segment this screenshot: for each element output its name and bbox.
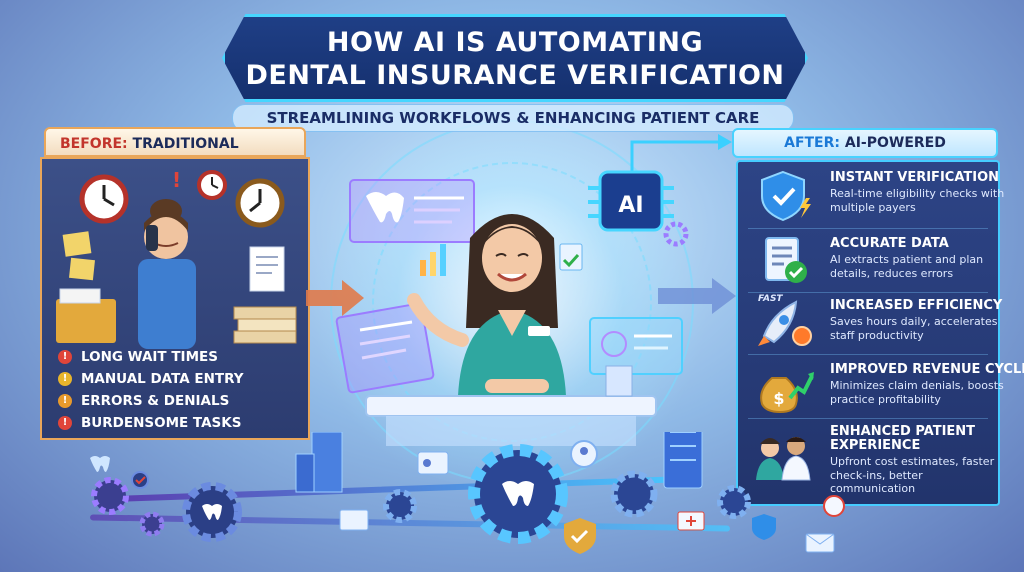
holo-screen-form bbox=[335, 302, 435, 394]
divider bbox=[748, 354, 988, 355]
stressed-worker-illustration: ! bbox=[56, 168, 297, 349]
benefit-description: Upfront cost estimates, faster check-ins… bbox=[830, 455, 995, 495]
pain-point-item: !LONG WAIT TIMES bbox=[48, 346, 306, 368]
gear-icon bbox=[139, 511, 165, 537]
desk bbox=[365, 395, 657, 417]
phone-handset-icon bbox=[146, 225, 158, 251]
benefit-accurate-data: ACCURATE DATA AI extracts patient and pl… bbox=[744, 232, 994, 294]
benefit-description: AI extracts patient and plan details, re… bbox=[830, 253, 984, 280]
pain-point-list: !LONG WAIT TIMES !MANUAL DATA ENTRY !ERR… bbox=[48, 346, 306, 436]
benefit-description: Minimizes claim denials, boosts practice… bbox=[830, 379, 1004, 406]
monitor-icon bbox=[339, 509, 369, 531]
name-badge bbox=[528, 326, 550, 336]
divider bbox=[748, 418, 988, 419]
check-badge-icon bbox=[131, 471, 149, 489]
subtitle: STREAMLINING WORKFLOWS & ENHANCING PATIE… bbox=[232, 104, 794, 132]
alert-mark: ! bbox=[172, 168, 181, 192]
benefit-title: IMPROVED REVENUE CYCLE bbox=[830, 362, 1024, 377]
after-heading: AFTER: AI-POWERED AUTOMATION bbox=[732, 128, 998, 178]
holo-bar-chart bbox=[420, 244, 446, 276]
sticky-note bbox=[69, 257, 95, 281]
holo-screen-tooth bbox=[349, 179, 475, 243]
building-icon bbox=[295, 432, 343, 493]
gear-icon bbox=[717, 485, 751, 519]
document-icon bbox=[249, 246, 285, 292]
stressed-worker bbox=[138, 199, 196, 349]
alert-dot-icon: ! bbox=[58, 416, 72, 430]
workflow-gear-chain bbox=[90, 432, 845, 554]
benefit-title: ACCURATE DATA bbox=[830, 236, 949, 251]
tooth-icon bbox=[202, 504, 222, 520]
tablet-stand bbox=[605, 365, 633, 397]
user-icon bbox=[570, 440, 598, 468]
alert-dot-icon: ! bbox=[58, 394, 72, 408]
clock-icon bbox=[235, 178, 285, 228]
divider bbox=[748, 228, 988, 229]
ai-assistant-illustration: AI bbox=[335, 170, 689, 446]
sticky-note bbox=[62, 231, 92, 257]
benefit-patient-experience: ENHANCED PATIENT EXPERIENCE Upfront cost… bbox=[744, 420, 994, 500]
title-line-1: HOW AI IS AUTOMATING bbox=[326, 27, 704, 58]
shield-check-icon bbox=[761, 170, 811, 222]
benefit-description: Real-time eligibility checks with multip… bbox=[830, 187, 1005, 214]
benefit-title: INCREASED EFFICIENCY bbox=[830, 298, 1003, 313]
id-card-icon bbox=[417, 451, 449, 475]
arrow-right-icon bbox=[306, 280, 364, 316]
shield-check-icon bbox=[564, 518, 596, 554]
stopwatch-icon bbox=[792, 326, 812, 346]
before-panel: ! bbox=[40, 157, 310, 440]
document-check-icon bbox=[765, 237, 807, 283]
fast-label: FAST bbox=[758, 294, 783, 304]
gear-icon bbox=[610, 470, 658, 518]
benefit-instant-verification: INSTANT VERIFICATION Real-time eligibili… bbox=[744, 166, 1004, 228]
gear-icon bbox=[91, 477, 129, 515]
medical-monitor-icon bbox=[677, 511, 705, 531]
folder-icon bbox=[56, 299, 116, 343]
holo-screen-brain bbox=[589, 317, 683, 375]
connector-arrow-icon bbox=[630, 134, 732, 176]
svg-text:$: $ bbox=[773, 389, 784, 408]
envelope-icon bbox=[805, 533, 835, 553]
document-check-icon bbox=[559, 243, 583, 271]
before-label-prefix: BEFORE: bbox=[60, 136, 128, 152]
dental-assistant bbox=[407, 214, 566, 396]
tooth-icon bbox=[366, 192, 404, 223]
gear-icon bbox=[663, 221, 689, 247]
gear-icon bbox=[182, 482, 242, 542]
rocket-icon bbox=[758, 300, 812, 346]
before-heading: BEFORE: TRADITIONAL METHOD bbox=[44, 127, 306, 182]
server-icon bbox=[663, 432, 703, 489]
benefit-title: ENHANCED PATIENT bbox=[830, 424, 976, 439]
clock-icon bbox=[197, 170, 227, 200]
title-banner: HOW AI IS AUTOMATING DENTAL INSURANCE VE… bbox=[222, 14, 808, 102]
arrow-right-icon bbox=[658, 278, 736, 314]
tooth-icon bbox=[90, 456, 110, 472]
shield-icon bbox=[752, 514, 776, 540]
patients-icon bbox=[756, 437, 811, 481]
benefit-title: INSTANT VERIFICATION bbox=[830, 170, 1000, 185]
pain-point-item: !BURDENSOME TASKS bbox=[48, 412, 306, 434]
title-line-2: DENTAL INSURANCE VERIFICATION bbox=[245, 60, 785, 91]
benefit-description: Saves hours daily, accelerates staff pro… bbox=[830, 315, 998, 342]
alert-dot-icon: ! bbox=[58, 350, 72, 364]
divider bbox=[748, 292, 988, 293]
ai-chip-label: AI bbox=[618, 193, 643, 218]
location-pin-icon bbox=[823, 495, 845, 517]
ai-chip bbox=[588, 170, 674, 232]
clock-icon bbox=[79, 174, 129, 224]
tooth-icon bbox=[502, 481, 534, 506]
pain-point-item: !ERRORS & DENIALS bbox=[48, 390, 306, 412]
pain-point-item: !MANUAL DATA ENTRY bbox=[48, 368, 306, 390]
brain-icon bbox=[601, 331, 627, 357]
alert-dot-icon: ! bbox=[58, 372, 72, 386]
gear-icon bbox=[468, 444, 568, 544]
benefit-improved-revenue: $ IMPROVED REVENUE CYCLE Minimizes claim… bbox=[744, 358, 1024, 420]
gear-icon bbox=[383, 489, 417, 523]
benefit-increased-efficiency: FAST INCREASED EFFICIENCY Saves hours da… bbox=[744, 294, 1002, 356]
money-bag-icon: $ bbox=[760, 372, 814, 414]
benefit-title-line-2: EXPERIENCE bbox=[830, 438, 921, 453]
after-label-prefix: AFTER: bbox=[784, 135, 840, 151]
